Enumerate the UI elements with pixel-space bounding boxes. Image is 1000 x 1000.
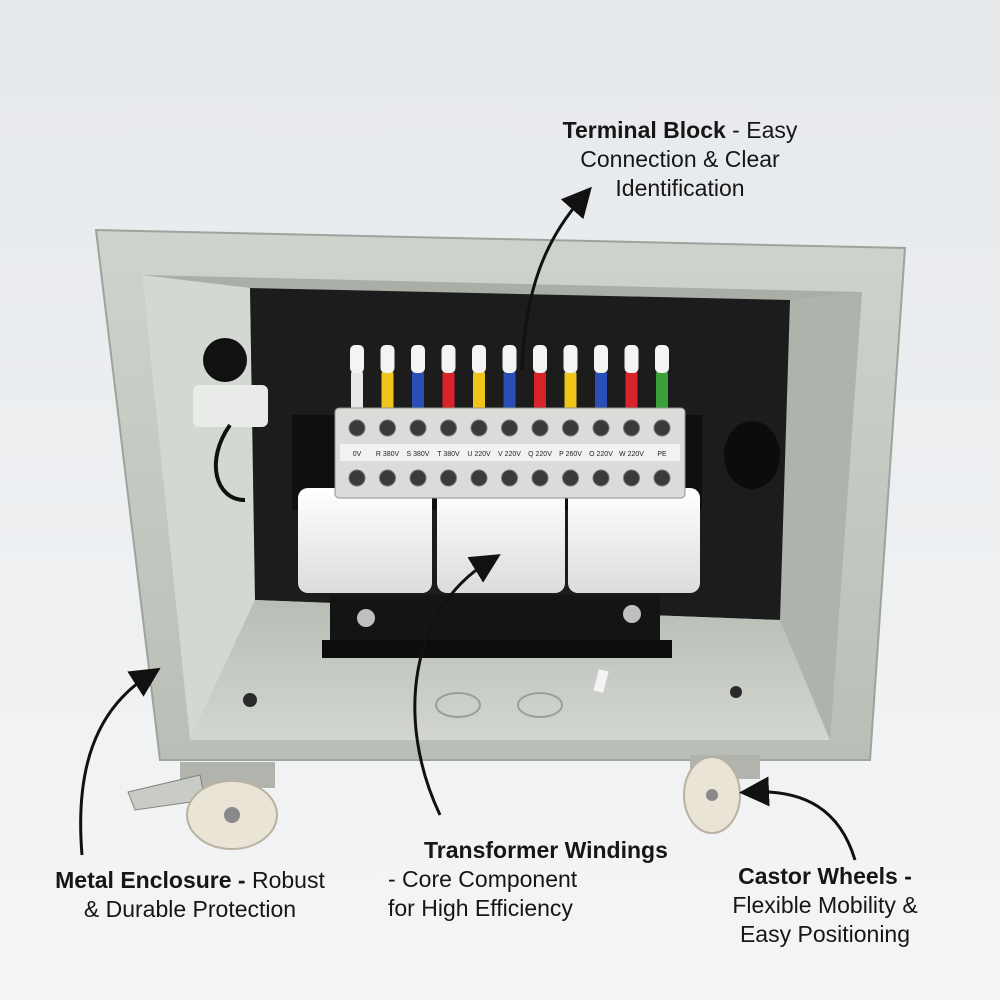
terminal-screw (348, 419, 366, 437)
terminal-label: R 380V (376, 451, 400, 458)
wire (381, 370, 394, 415)
terminal-screw (440, 469, 457, 487)
arrow-transformer-windings (413, 554, 501, 816)
terminal-screw (501, 469, 518, 487)
terminal-label: Q 220V (528, 451, 552, 458)
enclosure-right-wall (780, 292, 862, 740)
arrow-metal-enclosure (79, 667, 161, 856)
wire-group (350, 345, 669, 415)
transformer-coil (437, 488, 565, 593)
castor-wheel-left (127, 762, 278, 850)
annotation-terminal-block: Terminal Block - Easy Connection & Clear… (520, 116, 840, 203)
annotation-transformer-windings: Transformer Windings - Core Component fo… (388, 836, 708, 923)
wire-lug (350, 345, 364, 373)
wire-lug (411, 345, 425, 373)
annotation-title: Metal Enclosure - (55, 867, 246, 893)
wire (442, 370, 455, 415)
terminal-screw (562, 419, 579, 437)
left-switch (193, 385, 268, 427)
wire (503, 370, 516, 415)
annotation-metal-enclosure: Metal Enclosure - Robust & Durable Prote… (30, 866, 350, 924)
annotation-text: & Durable Protection (83, 896, 297, 922)
annotation-text: for High Efficiency (388, 895, 573, 921)
terminal-label: S 380V (407, 451, 430, 458)
terminal-screw (653, 469, 671, 487)
annotation-text: Easy Positioning (739, 921, 911, 947)
terminal-screw (470, 419, 488, 437)
annotation-text: - Core Component (388, 866, 578, 892)
terminal-screw (562, 469, 579, 487)
wire-lug (441, 345, 456, 373)
terminal-screw (379, 419, 396, 437)
frame-bolt (623, 605, 641, 623)
annotation-title: Terminal Block (562, 117, 726, 143)
floor-knockout (517, 692, 563, 718)
floor-knockout (435, 692, 481, 718)
terminal-label: U 220V (467, 451, 491, 458)
terminal-group: 0V R 380V S 380V T 380V U 220V V 220V Q 220V P … (348, 419, 671, 487)
terminal-screw (531, 419, 549, 437)
arrow-terminal-block (520, 186, 592, 371)
wire (625, 370, 638, 415)
terminal-label: PE (657, 451, 667, 458)
terminal-screw (379, 469, 396, 487)
left-cable (213, 423, 246, 502)
arrow-castor-wheels (739, 776, 857, 861)
floor-hole (243, 693, 257, 707)
wire (656, 370, 668, 415)
terminal-screw (623, 469, 640, 487)
annotation-text: Flexible Mobility & (732, 892, 918, 918)
terminal-screw (592, 469, 610, 487)
terminal-label: T 380V (437, 451, 460, 458)
wire (534, 370, 546, 415)
annotation-title: Transformer Windings (424, 837, 668, 863)
terminal-label: V 220V (498, 451, 521, 458)
terminal-screw (531, 469, 549, 487)
terminal-screw (470, 469, 488, 487)
frame-bolt (357, 609, 375, 627)
annotation-text: Robust (245, 867, 325, 893)
wire (473, 370, 485, 415)
wire-lug (655, 345, 669, 373)
right-component (724, 421, 780, 489)
wire (412, 370, 424, 415)
floor-hole (730, 686, 742, 698)
terminal-label: 0V (353, 451, 362, 458)
terminal-label: P 260V (559, 451, 582, 458)
annotation-title: Castor Wheels - (738, 863, 912, 889)
floor-slot (593, 669, 609, 693)
wire-lug (502, 345, 517, 373)
wire-lug (624, 345, 639, 373)
terminal-screw (592, 419, 610, 437)
terminal-label: O 220V (589, 451, 613, 458)
terminal-screw (409, 419, 427, 437)
annotation-text: Identification (615, 175, 745, 201)
terminal-screw (348, 469, 366, 487)
wire (351, 370, 363, 415)
transformer-coil (298, 488, 432, 593)
frame-foot (322, 640, 672, 658)
terminal-label-strip (340, 444, 680, 461)
wire-lug (594, 345, 608, 373)
terminal-screw (409, 469, 427, 487)
annotation-castor-wheels: Castor Wheels - Flexible Mobility & Easy… (700, 862, 950, 949)
castor-wheel-right (683, 755, 760, 834)
terminal-screw (501, 419, 518, 437)
wire (564, 370, 577, 415)
annotation-text: - Easy (725, 117, 798, 143)
terminal-screw (623, 419, 640, 437)
wire-lug (380, 345, 395, 373)
wire-lug (472, 345, 486, 373)
terminal-screw (653, 419, 671, 437)
wire-lug (533, 345, 547, 373)
wire-lug (563, 345, 578, 373)
transformer-coil (568, 488, 700, 593)
terminal-label: W 220V (619, 451, 644, 458)
left-switch-knob (203, 338, 247, 382)
annotation-text: Connection & Clear (580, 146, 780, 172)
wire (595, 370, 607, 415)
terminal-screw (440, 419, 457, 437)
transformer-frame-bottom (330, 595, 660, 643)
